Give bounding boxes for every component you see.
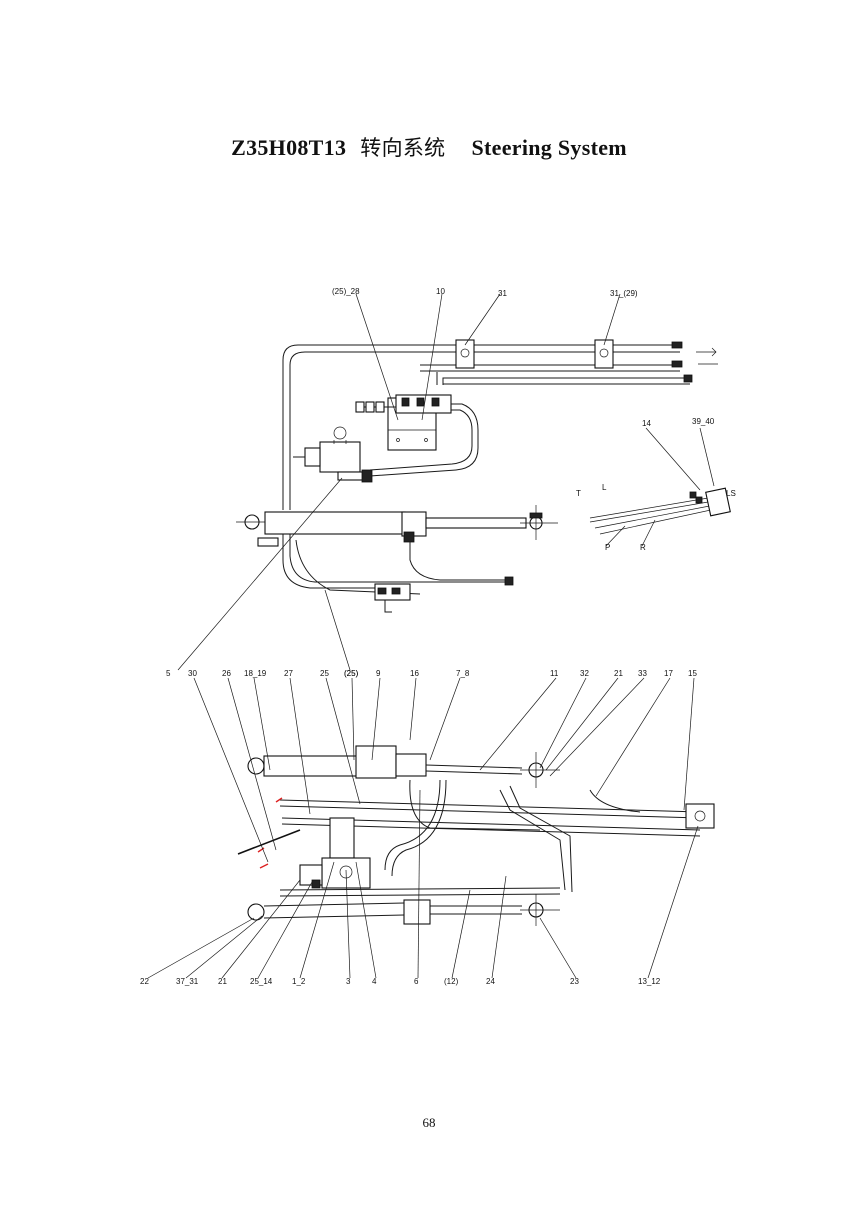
inset-letter-l: L bbox=[602, 483, 607, 492]
callout-21-top: 21 bbox=[614, 669, 623, 678]
callout-33: 33 bbox=[638, 669, 647, 678]
callout-25-14: 25_14 bbox=[250, 977, 273, 986]
callout-23: 23 bbox=[570, 977, 579, 986]
callout-24: 24 bbox=[486, 977, 495, 986]
title-chinese: 转向系统 bbox=[360, 136, 446, 160]
callout-27: 27 bbox=[284, 669, 293, 678]
title-english: Steering System bbox=[471, 135, 627, 160]
callout-16: 16 bbox=[410, 669, 419, 678]
page-number: 68 bbox=[422, 1115, 436, 1130]
callout-13-12: 13_12 bbox=[638, 977, 661, 986]
callout-39-40: 39_40 bbox=[692, 417, 715, 426]
page-title: Z35H08T13 转向系统 Steering System bbox=[0, 132, 858, 162]
bottom-assembly: 30 26 18_19 27 25 (25) 9 16 7_8 11 32 21… bbox=[140, 669, 715, 986]
callout-25-28: (25)_28 bbox=[332, 287, 360, 296]
inset-letter-t: T bbox=[576, 489, 581, 498]
callout-7-8: 7_8 bbox=[456, 669, 470, 678]
callout-31: 31 bbox=[498, 289, 507, 298]
inset-letter-r: R bbox=[640, 543, 646, 552]
callout-12-paren: (12) bbox=[444, 977, 459, 986]
callout-10: 10 bbox=[436, 287, 445, 296]
callout-31-29: 31_(29) bbox=[610, 289, 638, 298]
callout-21-bottom: 21 bbox=[218, 977, 227, 986]
callout-30: 30 bbox=[188, 669, 197, 678]
callout-6: 6 bbox=[414, 977, 419, 986]
top-assembly: (25)_28 10 31 31_(29) 5 (25) bbox=[166, 287, 718, 678]
callout-17: 17 bbox=[664, 669, 673, 678]
inset-letter-p: P bbox=[605, 543, 610, 552]
callout-25-paren: (25) bbox=[344, 669, 359, 678]
inset-letter-ls: LS bbox=[726, 489, 736, 498]
callout-25: 25 bbox=[320, 669, 329, 678]
callout-26: 26 bbox=[222, 669, 231, 678]
inset-detail: 14 39_40 T L LS P R bbox=[576, 417, 736, 552]
callout-14: 14 bbox=[642, 419, 651, 428]
callout-11: 11 bbox=[550, 669, 559, 678]
title-code: Z35H08T13 bbox=[231, 135, 347, 160]
callout-22: 22 bbox=[140, 977, 149, 986]
callout-32: 32 bbox=[580, 669, 589, 678]
callout-37-31: 37_31 bbox=[176, 977, 199, 986]
callout-5: 5 bbox=[166, 669, 171, 678]
callout-18-19: 18_19 bbox=[244, 669, 267, 678]
callout-3: 3 bbox=[346, 977, 351, 986]
callout-25-top: (25) bbox=[344, 669, 359, 678]
callout-4: 4 bbox=[372, 977, 377, 986]
callout-1-2: 1_2 bbox=[292, 977, 306, 986]
callout-15: 15 bbox=[688, 669, 697, 678]
callout-9: 9 bbox=[376, 669, 381, 678]
